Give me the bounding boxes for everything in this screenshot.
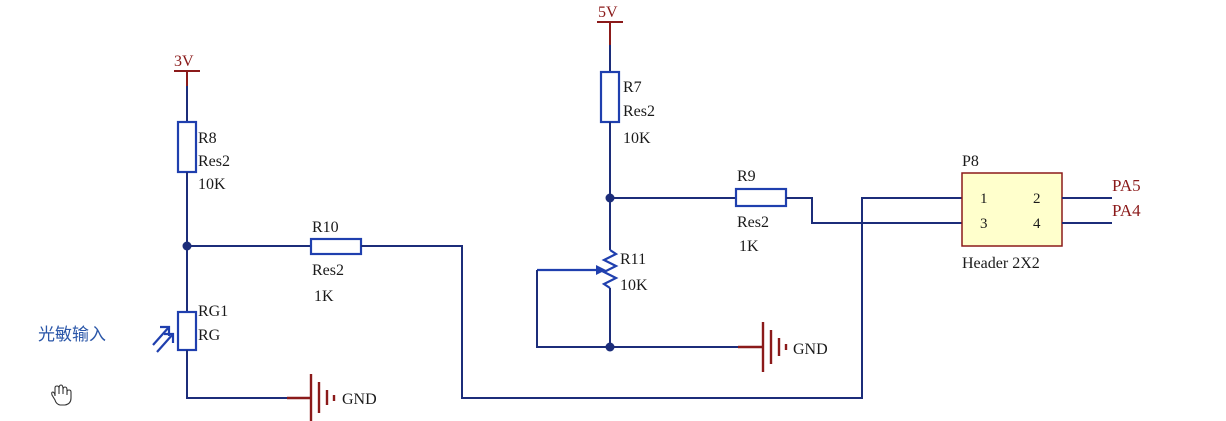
- r8-value: 10K: [198, 176, 226, 193]
- potentiometer-r11: R11 10K: [537, 249, 648, 294]
- power-3v: 3V: [174, 53, 200, 86]
- r11-value: 10K: [620, 277, 648, 294]
- rg1-type: RG: [198, 327, 221, 344]
- gnd-label-left: GND: [342, 391, 377, 408]
- net-label-pa4: PA4: [1112, 201, 1141, 220]
- p8-pin-4: 4: [1033, 216, 1041, 232]
- hand-cursor-icon: [51, 384, 72, 406]
- p8-type: Header 2X2: [962, 255, 1040, 272]
- r9-type: Res2: [737, 214, 769, 231]
- wire: [186, 362, 287, 399]
- light-input-label: 光敏输入: [38, 325, 106, 345]
- r7-value: 10K: [623, 130, 651, 147]
- header-p8: P8 Header 2X2 1 2 3 4: [961, 153, 1063, 272]
- r7-type: Res2: [623, 103, 655, 120]
- r9-designator: R9: [737, 168, 756, 185]
- light-arrows-icon: [152, 325, 175, 353]
- power-3v-label: 3V: [174, 53, 194, 70]
- net-label-pa5: PA5: [1112, 176, 1141, 195]
- power-5v: 5V: [597, 4, 623, 45]
- r10-value: 1K: [314, 288, 334, 305]
- r10-type: Res2: [312, 262, 344, 279]
- power-5v-label: 5V: [598, 4, 618, 21]
- wire: [361, 197, 962, 399]
- junction-dot: [605, 342, 615, 352]
- r9-value: 1K: [739, 238, 759, 255]
- ground-symbol-left: GND: [287, 374, 377, 421]
- photoresistor-rg1: RG1 RG: [152, 299, 228, 362]
- p8-pin-3: 3: [980, 216, 988, 232]
- resistor-r8: R8 Res2 10K: [176, 120, 230, 193]
- r8-type: Res2: [198, 153, 230, 170]
- gnd-label-right: GND: [793, 341, 828, 358]
- rg1-designator: RG1: [198, 303, 228, 320]
- resistor-r9: R9 Res2 1K: [734, 168, 788, 255]
- p8-designator: P8: [962, 153, 979, 170]
- r7-designator: R7: [623, 79, 642, 96]
- resistor-r7: R7 Res2 10K: [599, 70, 655, 147]
- wire: [786, 197, 962, 224]
- r11-designator: R11: [620, 251, 646, 268]
- wire: [536, 270, 738, 348]
- ground-symbol-right: GND: [738, 322, 828, 372]
- p8-pin-2: 2: [1033, 191, 1041, 207]
- r8-designator: R8: [198, 130, 217, 147]
- resistor-r10: R10 Res2 1K: [309, 219, 363, 305]
- r10-designator: R10: [312, 219, 339, 236]
- p8-pin-1: 1: [980, 191, 988, 207]
